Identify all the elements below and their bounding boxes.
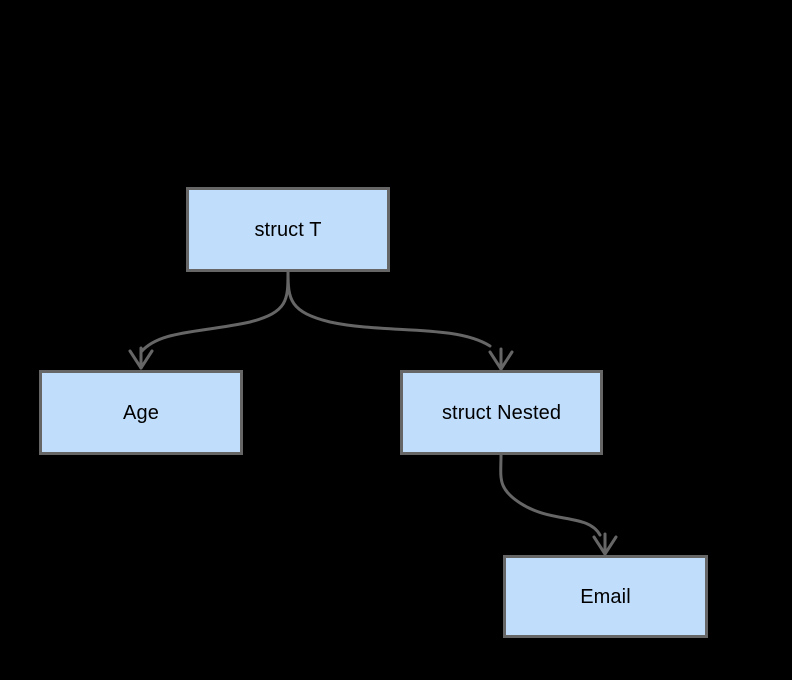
node-label-email: Email — [580, 585, 631, 608]
node-label-struct-nested: struct Nested — [441, 401, 562, 424]
edge-struct-t-age-arrowhead — [128, 349, 154, 370]
node-email[interactable]: Email — [503, 555, 708, 638]
edge-struct-t-struct-nested-arrowhead — [488, 350, 514, 371]
node-age[interactable]: Age — [39, 370, 243, 455]
node-label-struct-t: struct T — [254, 218, 322, 241]
node-label-age: Age — [123, 401, 159, 424]
node-struct-t[interactable]: struct T — [186, 187, 390, 272]
edge-struct-nested-email-arrowhead — [592, 535, 618, 556]
edge-struct-t-age — [139, 270, 290, 354]
edge-struct-t-struct-nested — [286, 270, 492, 348]
node-struct-nested[interactable]: struct Nested — [400, 370, 603, 455]
edge-struct-nested-email — [499, 453, 602, 537]
